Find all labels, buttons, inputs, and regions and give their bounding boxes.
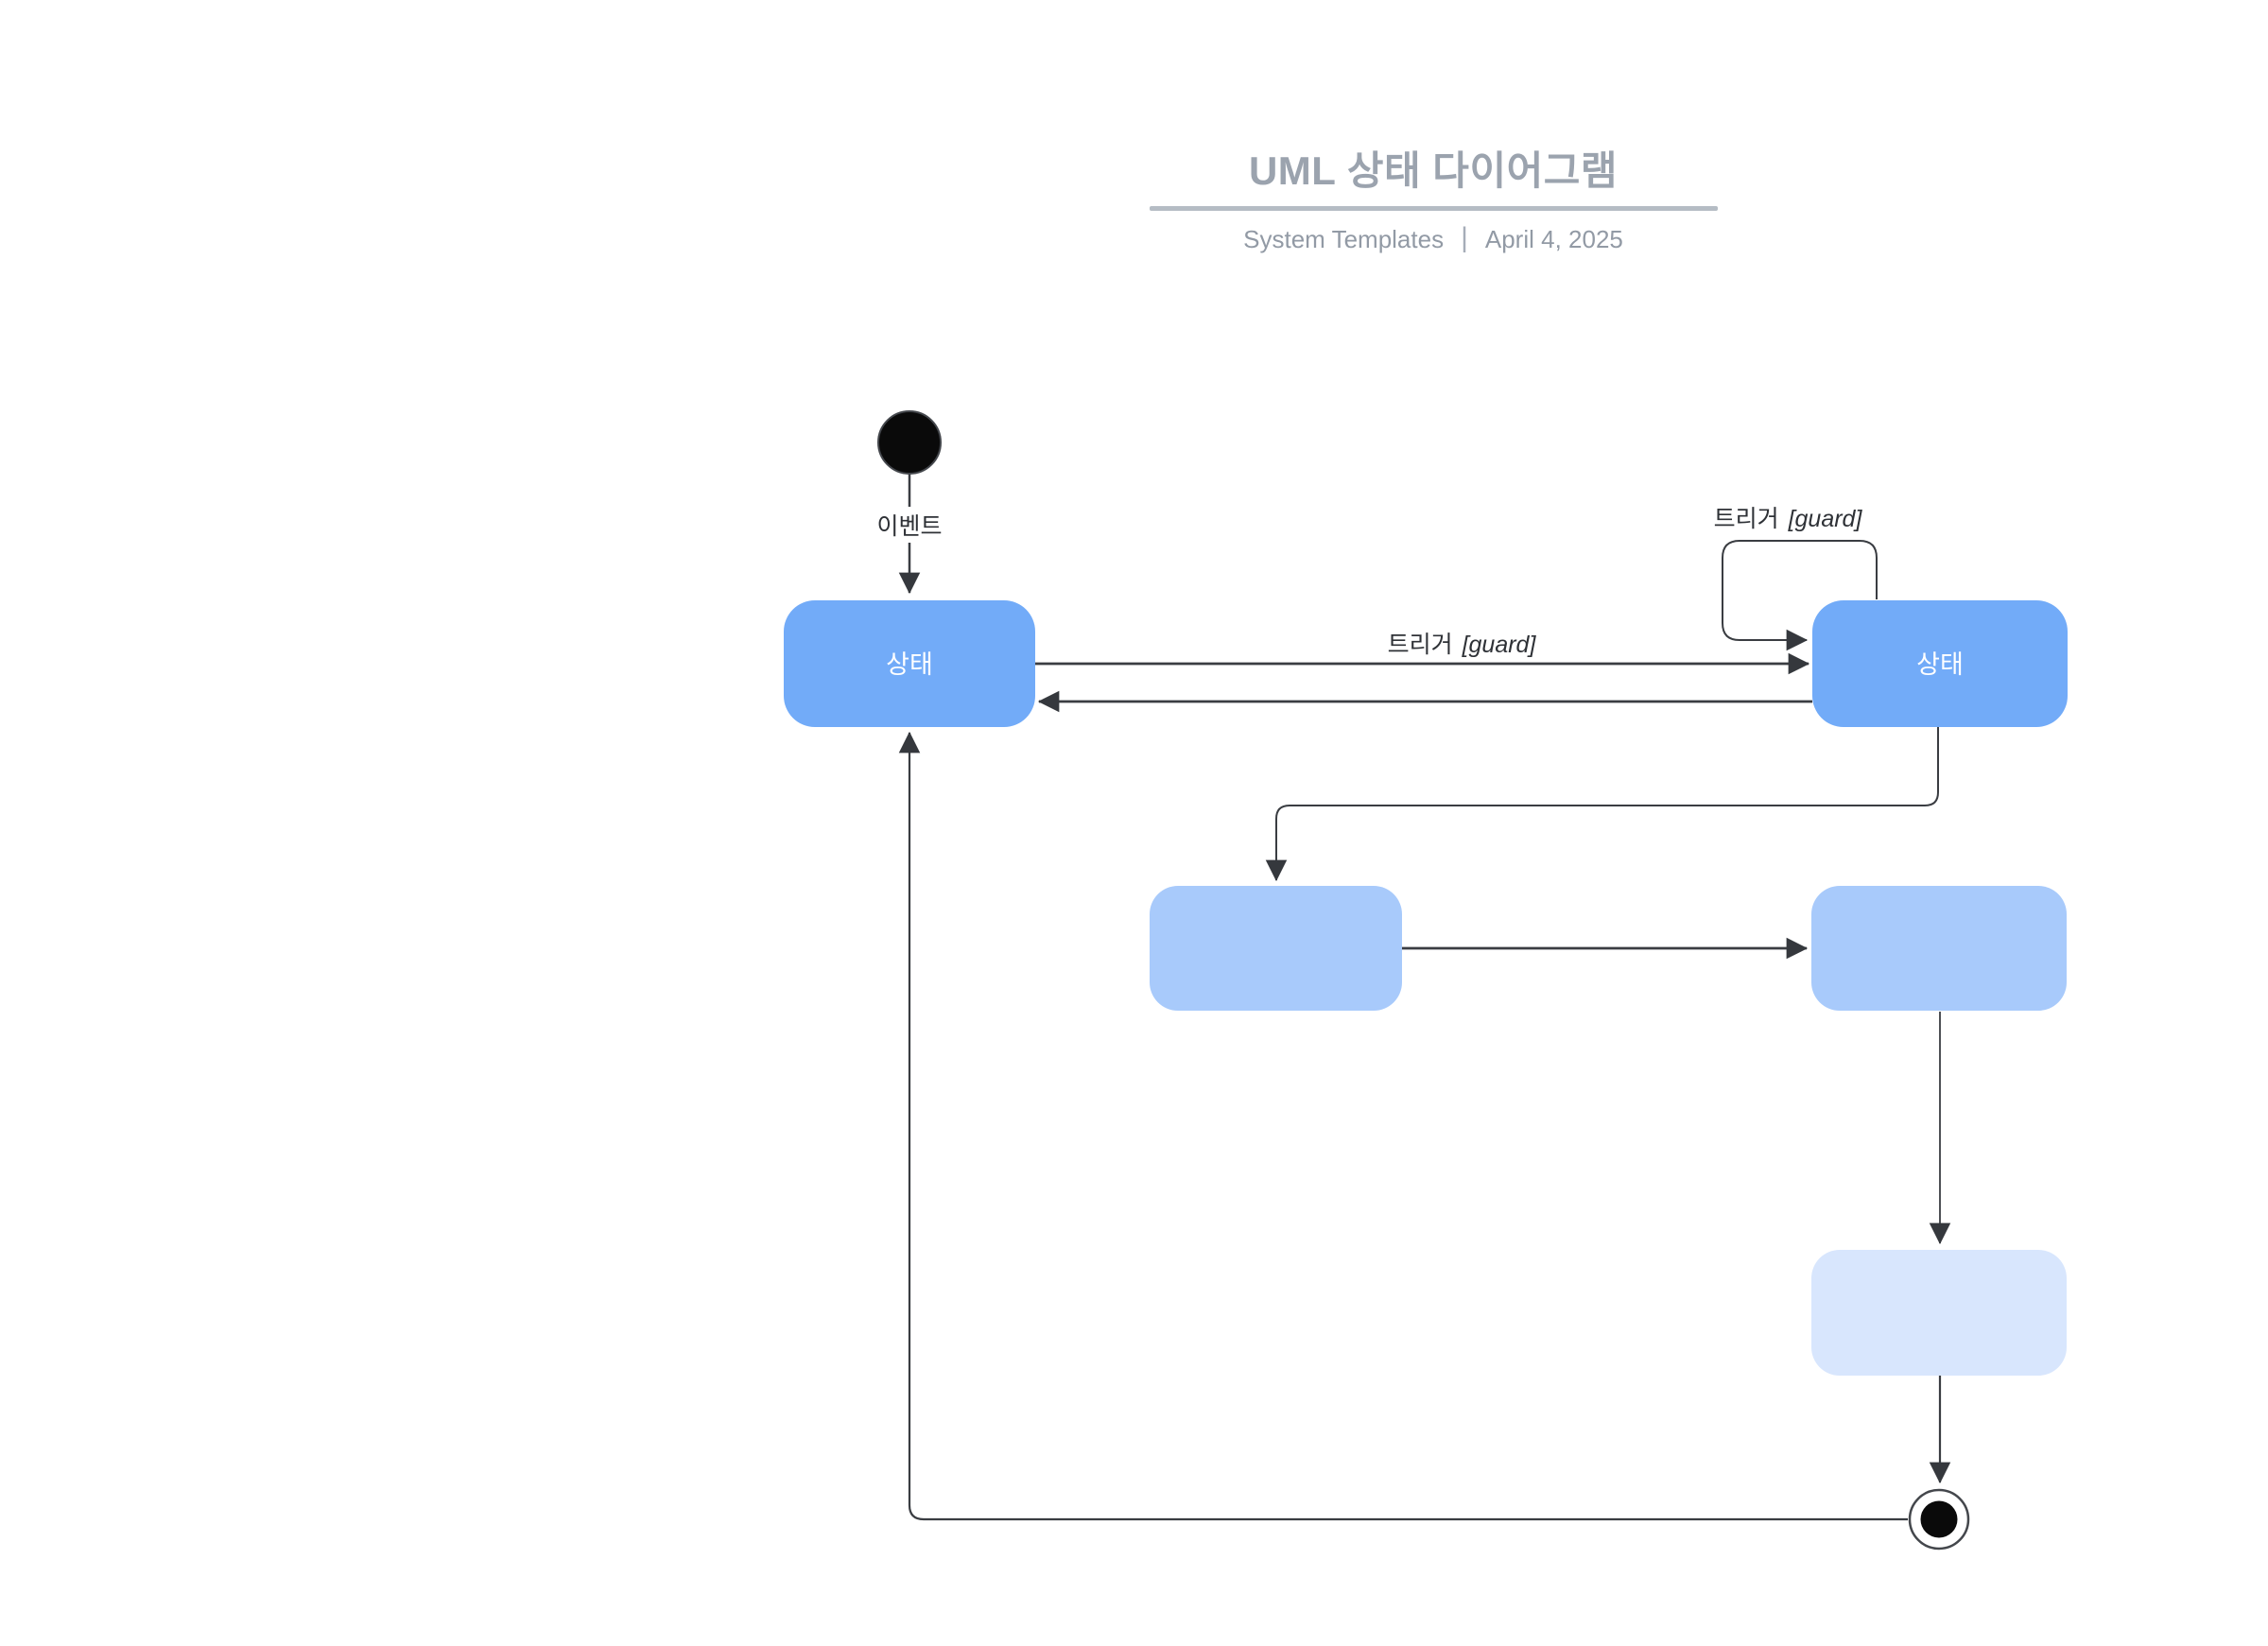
trigger-text: 트리거 — [1388, 632, 1453, 658]
subtitle-author: System Templates — [1243, 224, 1445, 253]
edge-label-selfloop-trigger-guard: 트리거 [guard] — [1714, 506, 1863, 532]
guard-text: [guard] — [1462, 632, 1537, 658]
state3-node[interactable] — [1150, 886, 1402, 1011]
edge-label-event: 이벤트 — [876, 513, 942, 540]
trigger-text: 트리거 — [1714, 506, 1779, 532]
title-underline — [1149, 206, 1718, 212]
edge-state2-to-state3[interactable] — [1265, 727, 1939, 882]
state2-node[interactable] — [1812, 600, 2068, 727]
subtitle: System Templates | April 4, 2025 — [1116, 222, 1751, 255]
edge-label-trigger-guard: 트리거 [guard] — [1388, 632, 1537, 658]
state1-node[interactable] — [784, 600, 1035, 727]
final-state-inner-dot — [1920, 1500, 1958, 1538]
subtitle-date: April 4, 2025 — [1484, 224, 1623, 253]
event-label-background — [875, 507, 944, 543]
edge-final-to-state1[interactable] — [898, 731, 1908, 1521]
state1-label: 상태 — [886, 650, 933, 679]
state5-node[interactable] — [1811, 1250, 2067, 1376]
state4-node[interactable] — [1811, 886, 2067, 1011]
initial-state-node[interactable] — [877, 410, 942, 475]
subtitle-divider-icon: | — [1461, 222, 1468, 254]
final-state-node[interactable] — [1908, 1488, 1970, 1551]
state2-label: 상태 — [1916, 650, 1964, 679]
guard-text: [guard] — [1788, 506, 1863, 532]
diagram-header: UML 상태 다이어그램 System Templates | April 4,… — [1116, 148, 1751, 255]
edge-state2-self-loop[interactable] — [1722, 540, 1878, 651]
page-title: UML 상태 다이어그램 — [1248, 148, 1619, 193]
